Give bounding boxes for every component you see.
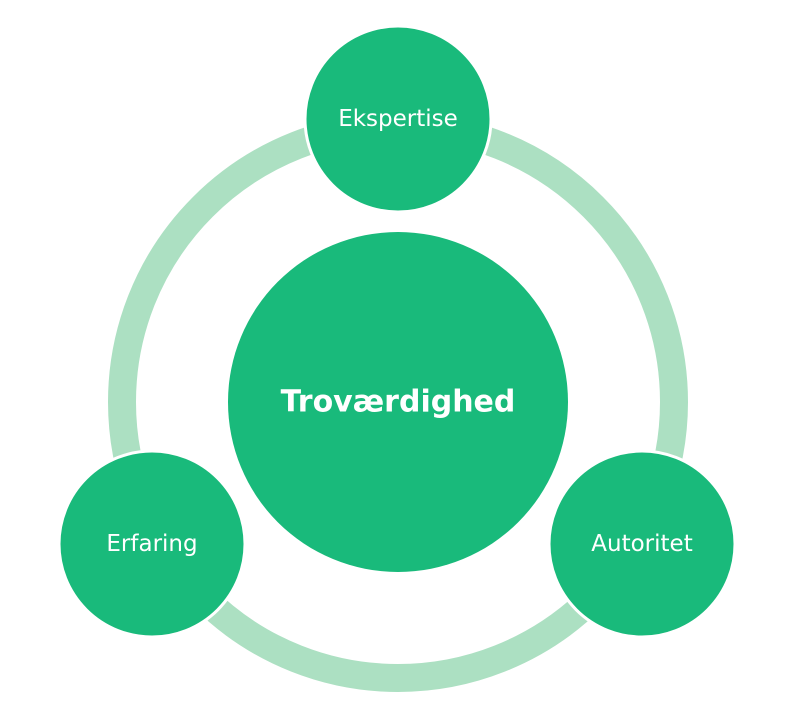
center-circle [228, 232, 568, 572]
node-circle-ekspertise [303, 24, 493, 214]
node-circle-erfaring [57, 449, 247, 639]
node-ekspertise: Ekspertise [303, 24, 493, 214]
node-label-erfaring: Erfaring [106, 531, 197, 557]
node-erfaring: Erfaring [57, 449, 247, 639]
node-autoritet: Autoritet [547, 449, 737, 639]
center-node: Troværdighed [228, 232, 568, 572]
node-label-ekspertise: Ekspertise [338, 106, 458, 132]
node-circle-autoritet [547, 449, 737, 639]
center-label: Troværdighed [281, 385, 516, 420]
node-label-autoritet: Autoritet [591, 531, 692, 557]
